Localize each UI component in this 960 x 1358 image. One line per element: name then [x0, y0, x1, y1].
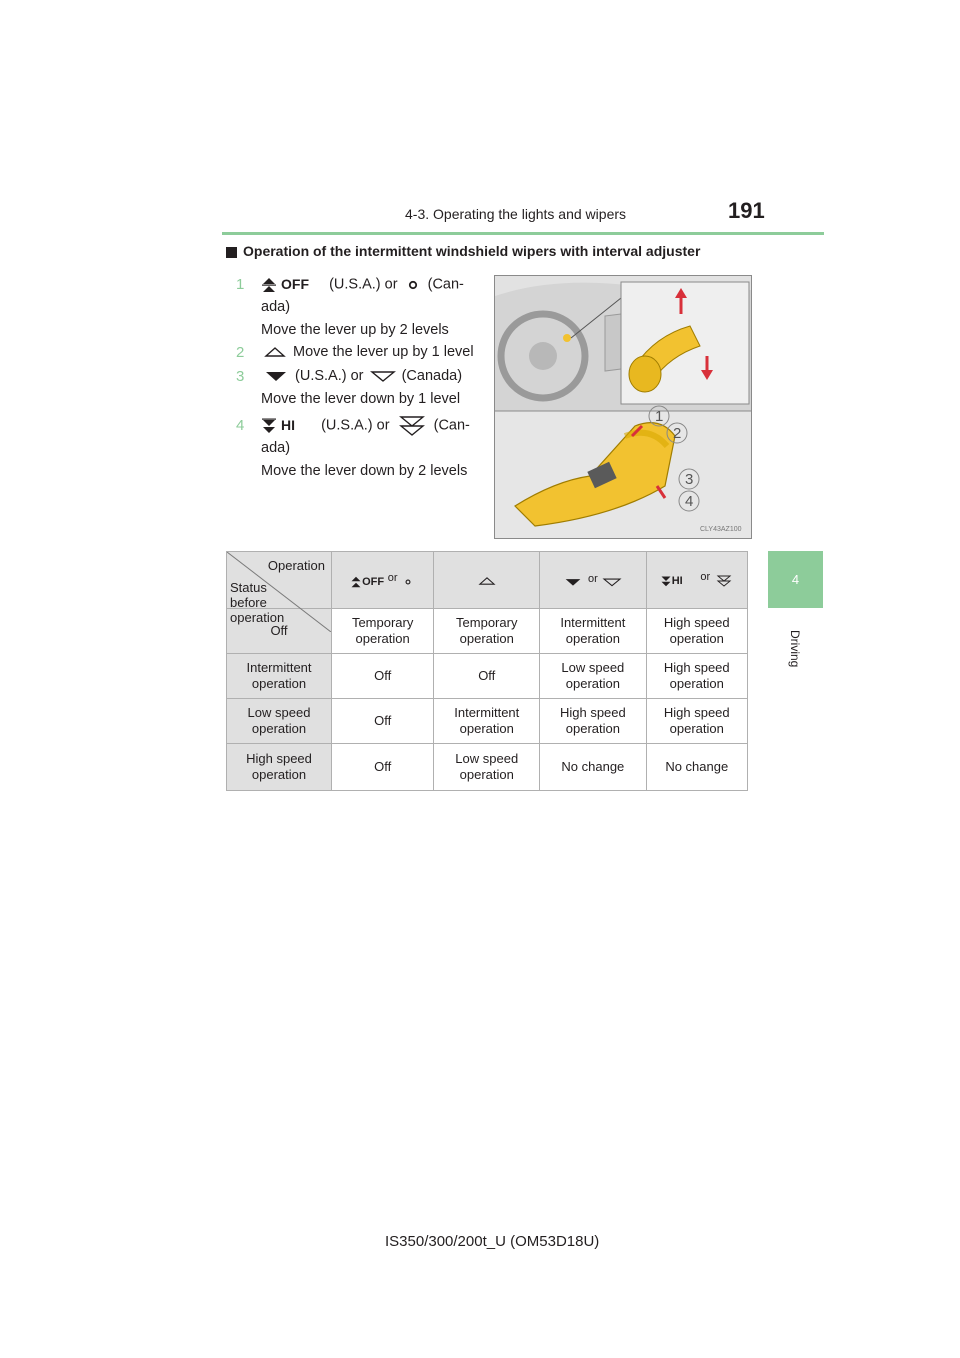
svg-text:4: 4 [685, 493, 693, 510]
table-cell: Intermittent operation [539, 608, 647, 654]
wiper-operation-table: Operation Status before operation OFF or [226, 551, 749, 791]
table-cell: Low speed operation [433, 743, 541, 791]
down-one-level-filled-icon [566, 579, 581, 586]
table-cell: Temporary operation [433, 608, 541, 654]
corner-operation-label: Operation [267, 558, 325, 573]
page-number: 191 [728, 198, 765, 223]
header-col-2 [433, 551, 541, 609]
step-number-3: 3 [236, 368, 245, 385]
table-cell: High speed operation [645, 698, 749, 744]
up-two-levels-icon [262, 277, 276, 292]
svg-text:1: 1 [655, 408, 663, 425]
section-title: 4-3. Operating the lights and wipers [405, 206, 627, 222]
step-1: OFF (U.S.A.) or (Can- ada) Move the leve… [261, 273, 483, 342]
header-col-4: HI or [645, 551, 749, 609]
table-row: Intermittent operation Off Off Low speed… [226, 653, 749, 699]
table-cell: High speed operation [645, 653, 749, 699]
illustration-code: CLY43AZ100 [700, 526, 742, 533]
status-cell: Off [226, 608, 332, 654]
section-heading: Operation of the intermittent windshield… [243, 243, 701, 259]
down-one-level-outline-icon [602, 578, 622, 587]
step-4-text-d: Move the lever down by 2 levels [261, 463, 468, 480]
chapter-label: Driving [780, 630, 810, 690]
status-cell: Low speed operation [226, 698, 332, 744]
svg-text:2: 2 [673, 425, 681, 442]
svg-text:3: 3 [685, 471, 693, 488]
step-number-4: 4 [236, 417, 245, 434]
down-two-levels-outline-icon [398, 415, 425, 436]
step-2-text: Move the lever up by 1 level [293, 344, 474, 360]
down-two-levels-icon [661, 576, 671, 587]
up-one-level-icon [478, 576, 496, 585]
down-one-level-outline-icon [369, 371, 396, 383]
table-cell: High speed operation [645, 608, 749, 654]
table-cell: No change [645, 743, 749, 791]
lever-diagram-image: 1 2 3 4 [495, 276, 751, 538]
document-footer: IS350/300/200t_U (OM53D18U) [385, 1233, 600, 1250]
step-number-1: 1 [236, 276, 245, 293]
diagonal-divider [227, 552, 331, 632]
table-cell: High speed operation [539, 698, 647, 744]
step-number-2: 2 [236, 344, 245, 361]
chapter-number: 4 [791, 572, 800, 587]
chapter-tab: 4 [768, 551, 823, 608]
table-cell: Intermittent operation [433, 698, 541, 744]
table-corner-header: Operation Status before operation [226, 551, 332, 632]
mist-circle-icon [408, 280, 417, 289]
step-1-text-d: Move the lever up by 2 levels [261, 322, 449, 339]
mist-circle-icon [405, 579, 411, 585]
header-col-1: OFF or [330, 551, 435, 609]
step-3-text-a: (U.S.A.) or [295, 368, 364, 384]
step-3-text-b: (Canada) [401, 368, 463, 384]
table-row: Low speed operation Off Intermittent ope… [226, 698, 749, 744]
table-cell: Off [330, 698, 435, 744]
step-4: HI (U.S.A.) or (Can- ada) Move the lever… [261, 414, 483, 483]
table-row: High speed operation Off Low speed opera… [226, 743, 749, 791]
chapter-name: Driving [788, 630, 802, 668]
up-two-levels-icon [351, 576, 361, 587]
table-cell: Low speed operation [539, 653, 647, 699]
heading-bullet-icon [226, 247, 237, 258]
up-one-level-icon [264, 347, 286, 357]
header-divider [222, 232, 824, 235]
corner-status-label: Status before operation [230, 580, 285, 625]
step-4-text-c: ada) [261, 440, 291, 457]
step-2: Move the lever up by 1 level [261, 341, 491, 364]
table-cell: No change [539, 743, 647, 791]
table-cell: Temporary operation [330, 608, 435, 654]
wiper-lever-illustration: 1 2 3 4 [494, 275, 752, 539]
step-1-text-b: (Can- [427, 276, 464, 293]
step-4-text-a: (U.S.A.) or [321, 417, 390, 434]
status-cell: Intermittent operation [226, 653, 332, 699]
table-cell: Off [433, 653, 541, 699]
header-col-3: or [539, 551, 647, 609]
hi-label: HI [281, 417, 296, 433]
table-cell: Off [330, 653, 435, 699]
status-cell: High speed operation [226, 743, 332, 791]
table-cell: Off [330, 743, 435, 791]
down-two-levels-icon [262, 418, 276, 433]
table-row: Off Temporary operation Temporary operat… [226, 608, 749, 654]
step-4-text-b: (Can- [433, 417, 470, 434]
step-1-text-a: (U.S.A.) or [329, 276, 398, 293]
down-one-level-filled-icon [266, 372, 286, 382]
step-1-text-c: ada) [261, 299, 291, 316]
step-3: (U.S.A.) or (Canada) Move the lever down… [261, 365, 491, 411]
down-two-levels-outline-icon [716, 575, 732, 587]
step-3-text-c: Move the lever down by 1 level [261, 391, 461, 407]
off-label: OFF [281, 276, 310, 292]
